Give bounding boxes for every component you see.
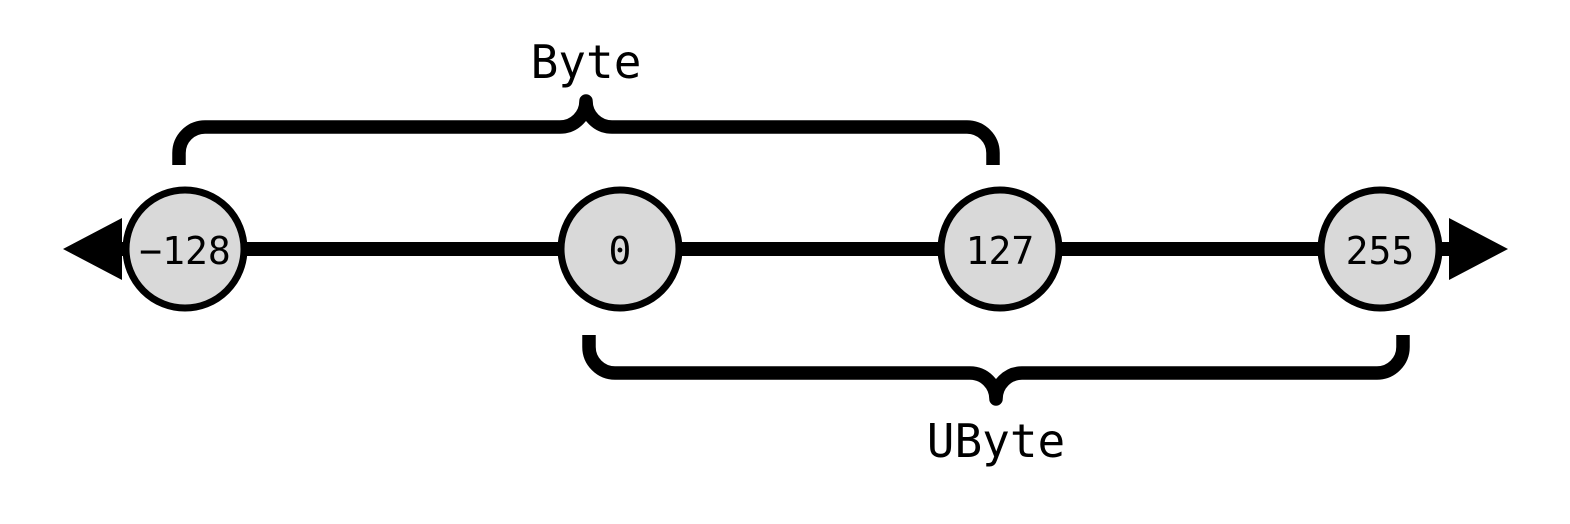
node-label-255: 255 [1346, 229, 1415, 273]
node-circle-neg128[interactable] [122, 186, 248, 312]
range-label-ubyte: UByte [927, 414, 1065, 468]
range-brace-ubyte [582, 335, 1410, 406]
node-0[interactable]: 0 [557, 186, 683, 312]
node-circle-255[interactable] [1317, 186, 1443, 312]
range-brace-byte [172, 94, 1000, 165]
node-label-0: 0 [609, 229, 632, 273]
right-arrow-head [1449, 218, 1508, 280]
range-label-byte: Byte [531, 35, 642, 89]
node-circle-0[interactable] [557, 186, 683, 312]
byte-brace-path [172, 94, 1000, 165]
left-arrow-head [63, 218, 122, 280]
node-127[interactable]: 127 [937, 186, 1063, 312]
node-255[interactable]: 255 [1317, 186, 1443, 312]
node-label-127: 127 [966, 229, 1035, 273]
node-neg128[interactable]: −128 [122, 186, 248, 312]
ubyte-brace-path [582, 335, 1410, 406]
number-line-axis [63, 218, 1508, 280]
node-circle-127[interactable] [937, 186, 1063, 312]
node-label-neg128: −128 [139, 229, 231, 273]
